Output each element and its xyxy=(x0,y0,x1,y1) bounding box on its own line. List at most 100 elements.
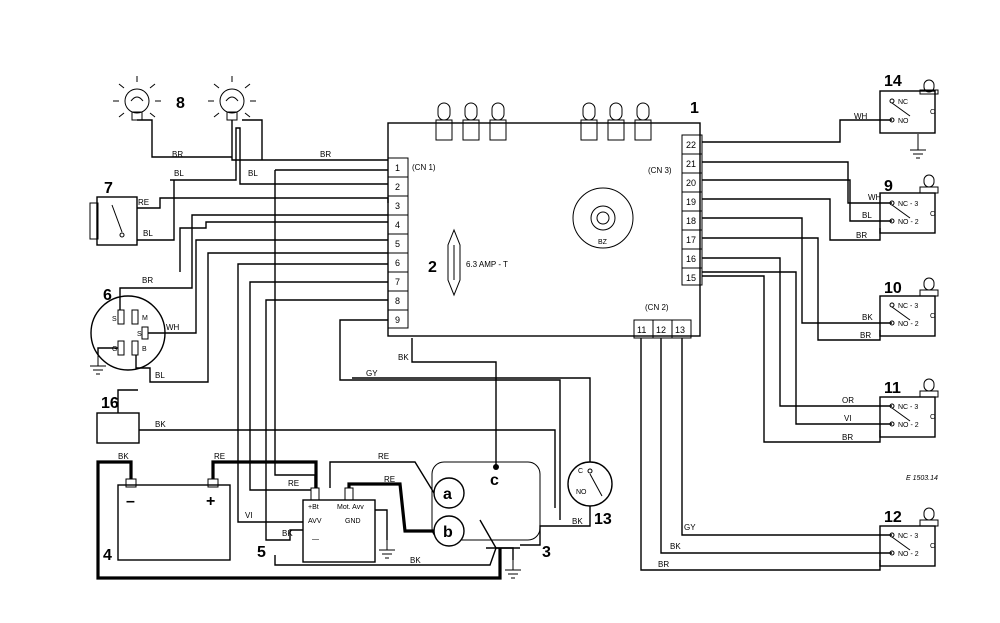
cn3-label: (CN 3) xyxy=(648,166,672,175)
wire-label-wh: WH xyxy=(854,112,868,121)
switch-10-nc: NC - 3 xyxy=(898,303,918,310)
cn3-pin: 19 xyxy=(686,197,696,207)
cn1-pin: 9 xyxy=(395,315,400,325)
control-board: BZ 6.3 AMP - T (CN 1) 1 2 3 4 5 6 7 xyxy=(387,102,703,339)
switch-12-no: NO - 2 xyxy=(898,551,919,558)
wire-label-wh: WH xyxy=(868,193,882,202)
cn3-pin: 15 xyxy=(686,273,696,283)
switch-12-nc: NC - 3 xyxy=(898,533,918,540)
cn3-pin: 20 xyxy=(686,178,696,188)
switch-13-c: C xyxy=(578,468,583,475)
component-number-11: 11 xyxy=(884,380,901,397)
component-number-10: 10 xyxy=(884,280,902,297)
cn3-pin: 18 xyxy=(686,216,696,226)
cn1-pin: 5 xyxy=(395,239,400,249)
component-number-12: 12 xyxy=(884,509,902,526)
fuse-label: 6.3 AMP - T xyxy=(466,260,508,269)
microswitch-10: NC - 3 NO - 2 C 10 xyxy=(879,277,939,337)
wire-label-bk: BK xyxy=(118,452,129,461)
wire-label-bl: BL xyxy=(248,169,258,178)
cn1-pin: 8 xyxy=(395,296,400,306)
wire-label-br: BR xyxy=(842,433,853,442)
wire-label-br: BR xyxy=(172,150,183,159)
wire-label-re: RE xyxy=(138,198,149,207)
wire-label-bl: BL xyxy=(143,229,153,238)
cn3-connector: (CN 3) 22 21 20 19 18 17 16 15 xyxy=(648,134,703,286)
wire-label-br: BR xyxy=(860,331,871,340)
wire-label-bk: BK xyxy=(862,313,873,322)
starter-solenoid: a b c 3 xyxy=(431,461,551,561)
wire-label-bk: BK xyxy=(572,517,583,526)
relay-avv-label: AVV xyxy=(308,518,322,525)
battery-minus: – xyxy=(126,493,135,510)
wire-label-vi: VI xyxy=(245,511,253,520)
cn3-pin: 17 xyxy=(686,235,696,245)
wire-label-re: RE xyxy=(384,475,395,484)
cn1-pin: 2 xyxy=(395,182,400,192)
component-number-9: 9 xyxy=(884,178,893,195)
wire-label-or: OR xyxy=(842,396,854,405)
wire-label-wh: WH xyxy=(166,323,180,332)
ground-symbols xyxy=(90,134,926,579)
lamps: 8 xyxy=(113,76,256,121)
cn1-pin: 1 xyxy=(395,163,400,173)
switch-12-c: C xyxy=(930,543,935,550)
switch-13-no: NO xyxy=(576,489,587,496)
wire-label-bl: BL xyxy=(862,211,872,220)
cn1-pin: 3 xyxy=(395,201,400,211)
switch-14-nc: NC xyxy=(898,99,908,106)
cn1-pin: 4 xyxy=(395,220,400,230)
component-number-16: 16 xyxy=(101,395,119,412)
cn3-pin: 16 xyxy=(686,254,696,264)
switch-14-no: NO xyxy=(898,118,909,125)
component-number-5: 5 xyxy=(257,544,266,561)
wire-label-bl: BL xyxy=(174,169,184,178)
switch-9-no: NO - 2 xyxy=(898,219,919,226)
switch-9-nc: NC - 3 xyxy=(898,201,918,208)
wiring-right xyxy=(640,119,892,571)
relay-minus-label: — xyxy=(312,536,319,543)
module-16: 16 xyxy=(96,395,140,444)
wire-label-bk: BK xyxy=(398,353,409,362)
wire-label-gy: GY xyxy=(684,523,696,532)
wire-labels: BR BR BL BL RE BL BR WH BL BK BK RE RE R… xyxy=(118,112,882,569)
switch-9-c: C xyxy=(930,211,935,218)
component-number-4: 4 xyxy=(103,547,112,564)
microswitch-9: NC - 3 NO - 2 C 9 xyxy=(879,174,939,234)
wire-label-bk: BK xyxy=(670,542,681,551)
relay-gnd-label: GND xyxy=(345,518,361,525)
cn1-connector: (CN 1) 1 2 3 4 5 6 7 8 9 xyxy=(387,157,436,329)
lamp-left xyxy=(113,76,161,121)
relay-bt-label: +Bt xyxy=(308,504,319,511)
wire-label-br: BR xyxy=(658,560,669,569)
solenoid-terminal-b: b xyxy=(443,524,453,541)
buzzer-label: BZ xyxy=(598,239,608,246)
component-number-7: 7 xyxy=(104,180,113,197)
lamp-right xyxy=(208,76,256,121)
ignition-terminal-g: G xyxy=(112,346,117,353)
solenoid-terminal-c: c xyxy=(490,472,499,489)
ignition-terminal-s: S xyxy=(112,316,117,323)
wire-label-bk: BK xyxy=(155,420,166,429)
wire-label-br: BR xyxy=(856,231,867,240)
board-relays xyxy=(435,102,652,141)
component-number-6: 6 xyxy=(103,287,112,304)
component-number-8: 8 xyxy=(176,95,185,112)
ignition-terminal-b: B xyxy=(142,346,147,353)
wire-label-re: RE xyxy=(378,452,389,461)
wire-label-gy: GY xyxy=(366,369,378,378)
wiring-left xyxy=(97,119,561,541)
microswitch-12: NC - 3 NO - 2 C 12 xyxy=(879,507,939,567)
microswitch-14: NC NO C 14 xyxy=(879,73,939,134)
cn1-label: (CN 1) xyxy=(412,163,436,172)
wire-label-re: RE xyxy=(288,479,299,488)
component-number-14: 14 xyxy=(884,73,902,90)
component-number-1: 1 xyxy=(690,100,699,117)
cn2-label: (CN 2) xyxy=(645,303,669,312)
ignition-terminal-m: M xyxy=(142,315,148,322)
switch-11-no: NO - 2 xyxy=(898,422,919,429)
drawing-code: E 1503.14 xyxy=(906,475,938,482)
wire-label-bl: BL xyxy=(155,371,165,380)
relay-mot-label: Mot. Avv xyxy=(337,504,364,511)
